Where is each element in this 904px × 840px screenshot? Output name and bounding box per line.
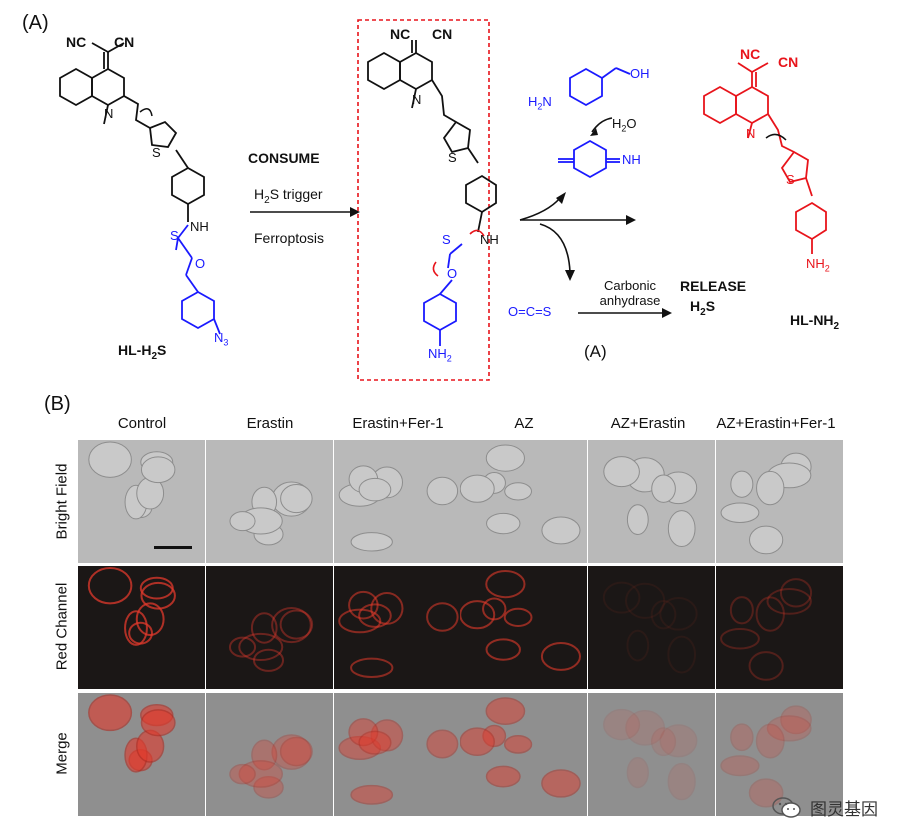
dicyano-label-right: CN	[114, 34, 135, 50]
watermark: 图灵基因	[772, 795, 878, 820]
electron-push-arrows	[432, 229, 485, 277]
micrograph-bright-0	[78, 440, 205, 563]
probe-name: HL-H2S	[118, 342, 167, 362]
mid-nh-label: NH	[480, 232, 499, 247]
micrograph-merge-0	[78, 693, 205, 816]
micrograph-red-0	[78, 566, 205, 689]
release-label: RELEASE	[680, 278, 747, 294]
column-header-erastin-fer1: Erastin+Fer-1	[352, 415, 444, 432]
split-arrow-down	[539, 223, 571, 273]
watermark-text: 图灵基因	[810, 800, 878, 820]
micrograph-merge-3	[460, 693, 587, 816]
micrograph-merge-4	[588, 693, 715, 816]
intermediate-box	[357, 19, 490, 381]
micrograph-bright-5	[716, 440, 843, 563]
product-name: HL-NH2	[790, 312, 840, 332]
mid-n-label: N	[412, 92, 422, 107]
micrograph-bright-2	[334, 440, 461, 563]
intermediate-blue-part	[423, 243, 463, 346]
h2n-label: H2N	[528, 94, 552, 112]
mid-dicyano-right: CN	[432, 26, 453, 42]
prod-n-label: N	[746, 126, 756, 141]
column-header-az: AZ	[514, 415, 534, 432]
scale-bar	[154, 546, 192, 549]
mid-amine-label: NH2	[428, 346, 452, 364]
column-header-az-erastin-fer1: AZ+Erastin+Fer-1	[716, 415, 836, 432]
azide-label: N3	[214, 330, 229, 348]
micrograph-bright-3	[460, 440, 587, 563]
panel-b-label: (B)	[44, 393, 71, 415]
prod-dicyano-left: NC	[740, 46, 761, 62]
micrograph-red-5	[716, 566, 843, 689]
nh-label: NH	[190, 219, 209, 234]
thiocarbamate-s-label: S	[170, 228, 179, 243]
mid-s-label: S	[442, 232, 451, 247]
row-header-bright-field: Bright Field	[53, 463, 71, 540]
micrograph-bright-1	[206, 440, 333, 563]
arrow-label-consume: CONSUME	[248, 150, 320, 166]
probe-azide-part	[175, 224, 221, 335]
probe-molecule	[59, 42, 205, 222]
rotation-arrow	[765, 133, 787, 141]
prod-amine-label: NH2	[806, 256, 830, 274]
intermediate-molecule	[367, 40, 497, 233]
ocs-label: O=C=S	[508, 304, 552, 319]
prod-dicyano-right: CN	[778, 54, 799, 70]
water-label: H2O	[612, 116, 637, 134]
product-molecule	[703, 62, 827, 254]
micrograph-merge-1	[206, 693, 333, 816]
column-header-az-erastin: AZ+Erastin	[610, 415, 686, 432]
arrow-label-trigger: H2S trigger	[254, 186, 323, 206]
micrograph-red-2	[334, 566, 461, 689]
release-h2s: H2S	[690, 298, 716, 318]
micrograph-merge-2	[334, 693, 461, 816]
micrograph-red-4	[588, 566, 715, 689]
column-header-control: Control	[117, 415, 167, 432]
column-header-erastin: Erastin	[246, 415, 294, 432]
row-header-red-channel: Red Channel	[53, 582, 71, 671]
micrograph-red-3	[460, 566, 587, 689]
micrograph-bright-4	[588, 440, 715, 563]
imine-label: NH	[622, 152, 641, 167]
aminobenzyl-alcohol	[569, 67, 631, 107]
wechat-icon	[772, 796, 801, 818]
dicyano-label-left: NC	[66, 34, 87, 50]
arrow-label-ferroptosis: Ferroptosis	[254, 230, 325, 246]
micrograph-merge-5	[716, 693, 843, 816]
row-header-merge: Merge	[53, 732, 71, 775]
sub-panel-label: (A)	[584, 342, 607, 361]
hydrolysis-arrow	[591, 117, 613, 133]
mid-o-label: O	[447, 266, 458, 281]
panel-a-label: (A)	[22, 12, 49, 34]
mid-dicyano-left: NC	[390, 26, 411, 42]
oxygen-label: O	[195, 256, 206, 271]
thiophene-s-label: S	[152, 145, 161, 160]
oh-label: OH	[630, 66, 650, 81]
mid-thiophene-s: S	[448, 150, 457, 165]
n-methyl-label: N	[104, 106, 114, 121]
prod-s-label: S	[786, 172, 795, 187]
micrograph-red-1	[206, 566, 333, 689]
split-arrow-curve	[519, 197, 561, 221]
reaction-scheme	[59, 19, 827, 381]
quinone-methide	[558, 139, 620, 179]
